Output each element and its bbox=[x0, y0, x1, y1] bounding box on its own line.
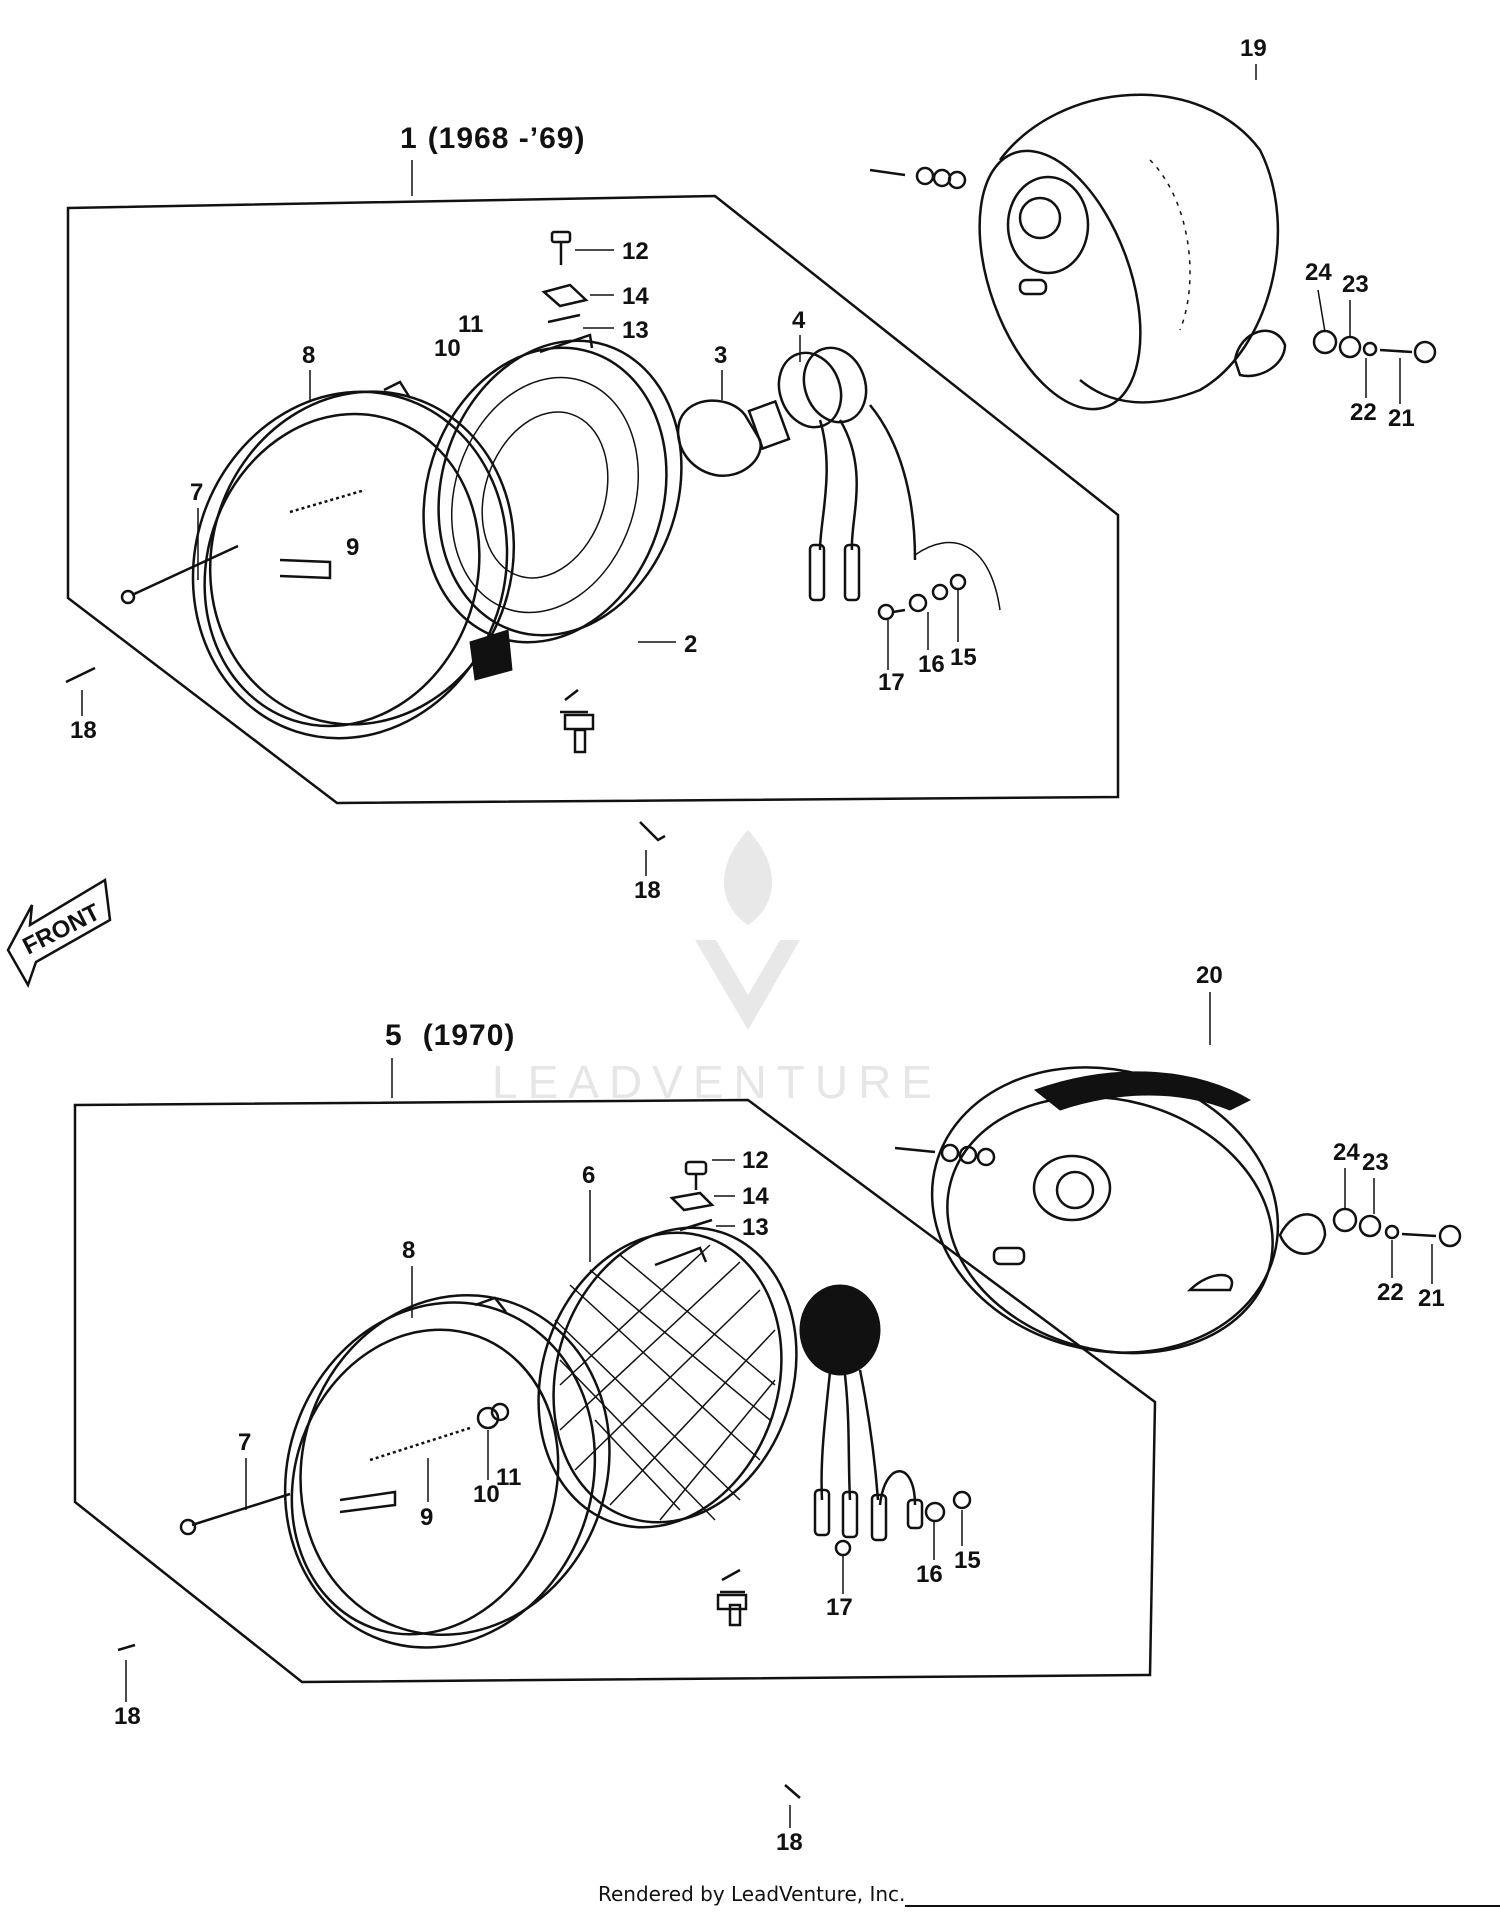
loose-screw-18 bbox=[117, 1643, 136, 1652]
loose-screw-18 bbox=[784, 1784, 801, 1799]
callout-2: 2 bbox=[684, 631, 697, 658]
callout-8: 8 bbox=[302, 342, 315, 369]
callout-23: 23 bbox=[1362, 1149, 1389, 1176]
callout-21: 21 bbox=[1418, 1285, 1445, 1312]
watermark-v-icon bbox=[695, 940, 800, 1030]
callout-24: 24 bbox=[1305, 259, 1332, 286]
ground-screw bbox=[877, 573, 967, 621]
callout-16: 16 bbox=[918, 651, 945, 678]
callout-16: 16 bbox=[916, 1561, 943, 1588]
callout-11: 11 bbox=[496, 1464, 521, 1491]
callout-11: 11 bbox=[458, 311, 483, 338]
callout-13: 13 bbox=[622, 317, 649, 344]
callout-18: 18 bbox=[634, 877, 661, 904]
footer-credit: Rendered by LeadVenture, Inc. bbox=[598, 1882, 906, 1906]
callout-21: 21 bbox=[1388, 405, 1415, 432]
callout-4: 4 bbox=[792, 307, 806, 334]
bolt-set-bottom bbox=[1332, 1207, 1462, 1248]
callout-22: 22 bbox=[1377, 1279, 1404, 1306]
mounting-screw-top bbox=[669, 1160, 748, 1627]
loose-screw-18 bbox=[639, 821, 666, 842]
assembly-1970: 5(1970) bbox=[73, 962, 1462, 1856]
callout-3: 3 bbox=[714, 342, 727, 369]
callout-12: 12 bbox=[742, 1147, 769, 1174]
headlight-case-1970 bbox=[894, 1066, 1327, 1355]
adjusting-screw bbox=[120, 488, 366, 605]
callout-18: 18 bbox=[114, 1703, 141, 1730]
callout-17: 17 bbox=[826, 1594, 853, 1621]
headlight-lens bbox=[422, 333, 683, 644]
footer: Rendered by LeadVenture, Inc. bbox=[0, 1882, 1500, 1912]
headlight-bulb bbox=[676, 399, 791, 478]
headlight-rim bbox=[283, 1293, 611, 1649]
callout-17: 17 bbox=[878, 669, 905, 696]
callout-9: 9 bbox=[346, 534, 359, 561]
assembly-1968-69: 1(1968 -’69) bbox=[65, 35, 1437, 904]
callout-14: 14 bbox=[622, 283, 649, 310]
assembly-header-1: 1(1968 -’69) bbox=[400, 122, 585, 155]
front-arrow-icon bbox=[6, 877, 112, 989]
callout-14: 14 bbox=[742, 1183, 769, 1210]
loose-screw-18 bbox=[65, 666, 96, 684]
callout-20: 20 bbox=[1196, 962, 1223, 989]
callout-19: 19 bbox=[1240, 35, 1267, 62]
callout-13: 13 bbox=[742, 1214, 769, 1241]
callout-24: 24 bbox=[1333, 1139, 1360, 1166]
assembly-1-outline bbox=[66, 194, 1120, 805]
callout-6: 6 bbox=[582, 1162, 595, 1189]
callout-7: 7 bbox=[238, 1429, 251, 1456]
ground-screw bbox=[834, 1490, 972, 1557]
callout-9: 9 bbox=[420, 1504, 433, 1531]
callout-7: 7 bbox=[190, 479, 203, 506]
headlight-case-1968 bbox=[869, 93, 1287, 411]
callout-10: 10 bbox=[434, 335, 461, 362]
mounting-screw-top bbox=[541, 230, 595, 754]
front-arrow: FRONT bbox=[6, 877, 112, 989]
callout-22: 22 bbox=[1350, 399, 1377, 426]
headlight-rim bbox=[191, 380, 516, 740]
watermark-flame-icon bbox=[723, 830, 773, 925]
bulb-socket bbox=[777, 346, 1001, 611]
callout-10: 10 bbox=[473, 1481, 500, 1508]
wires-1970 bbox=[813, 1369, 924, 1542]
headlight-lens-1970 bbox=[537, 1226, 881, 1529]
footer-rule bbox=[905, 1905, 1500, 1907]
assembly-5-outline bbox=[73, 1098, 1157, 1684]
callout-18: 18 bbox=[776, 1829, 803, 1856]
callout-15: 15 bbox=[954, 1547, 981, 1574]
callout-12: 12 bbox=[622, 238, 649, 265]
adjusting-screw bbox=[179, 1402, 510, 1536]
callout-18: 18 bbox=[70, 717, 97, 744]
callout-23: 23 bbox=[1342, 271, 1369, 298]
assembly-header-5: 5(1970) bbox=[385, 1019, 515, 1052]
watermark: LEADVENTURE bbox=[492, 830, 932, 1108]
callout-15: 15 bbox=[950, 644, 977, 671]
callout-8: 8 bbox=[402, 1237, 415, 1264]
bolt-set-top bbox=[1312, 329, 1437, 364]
